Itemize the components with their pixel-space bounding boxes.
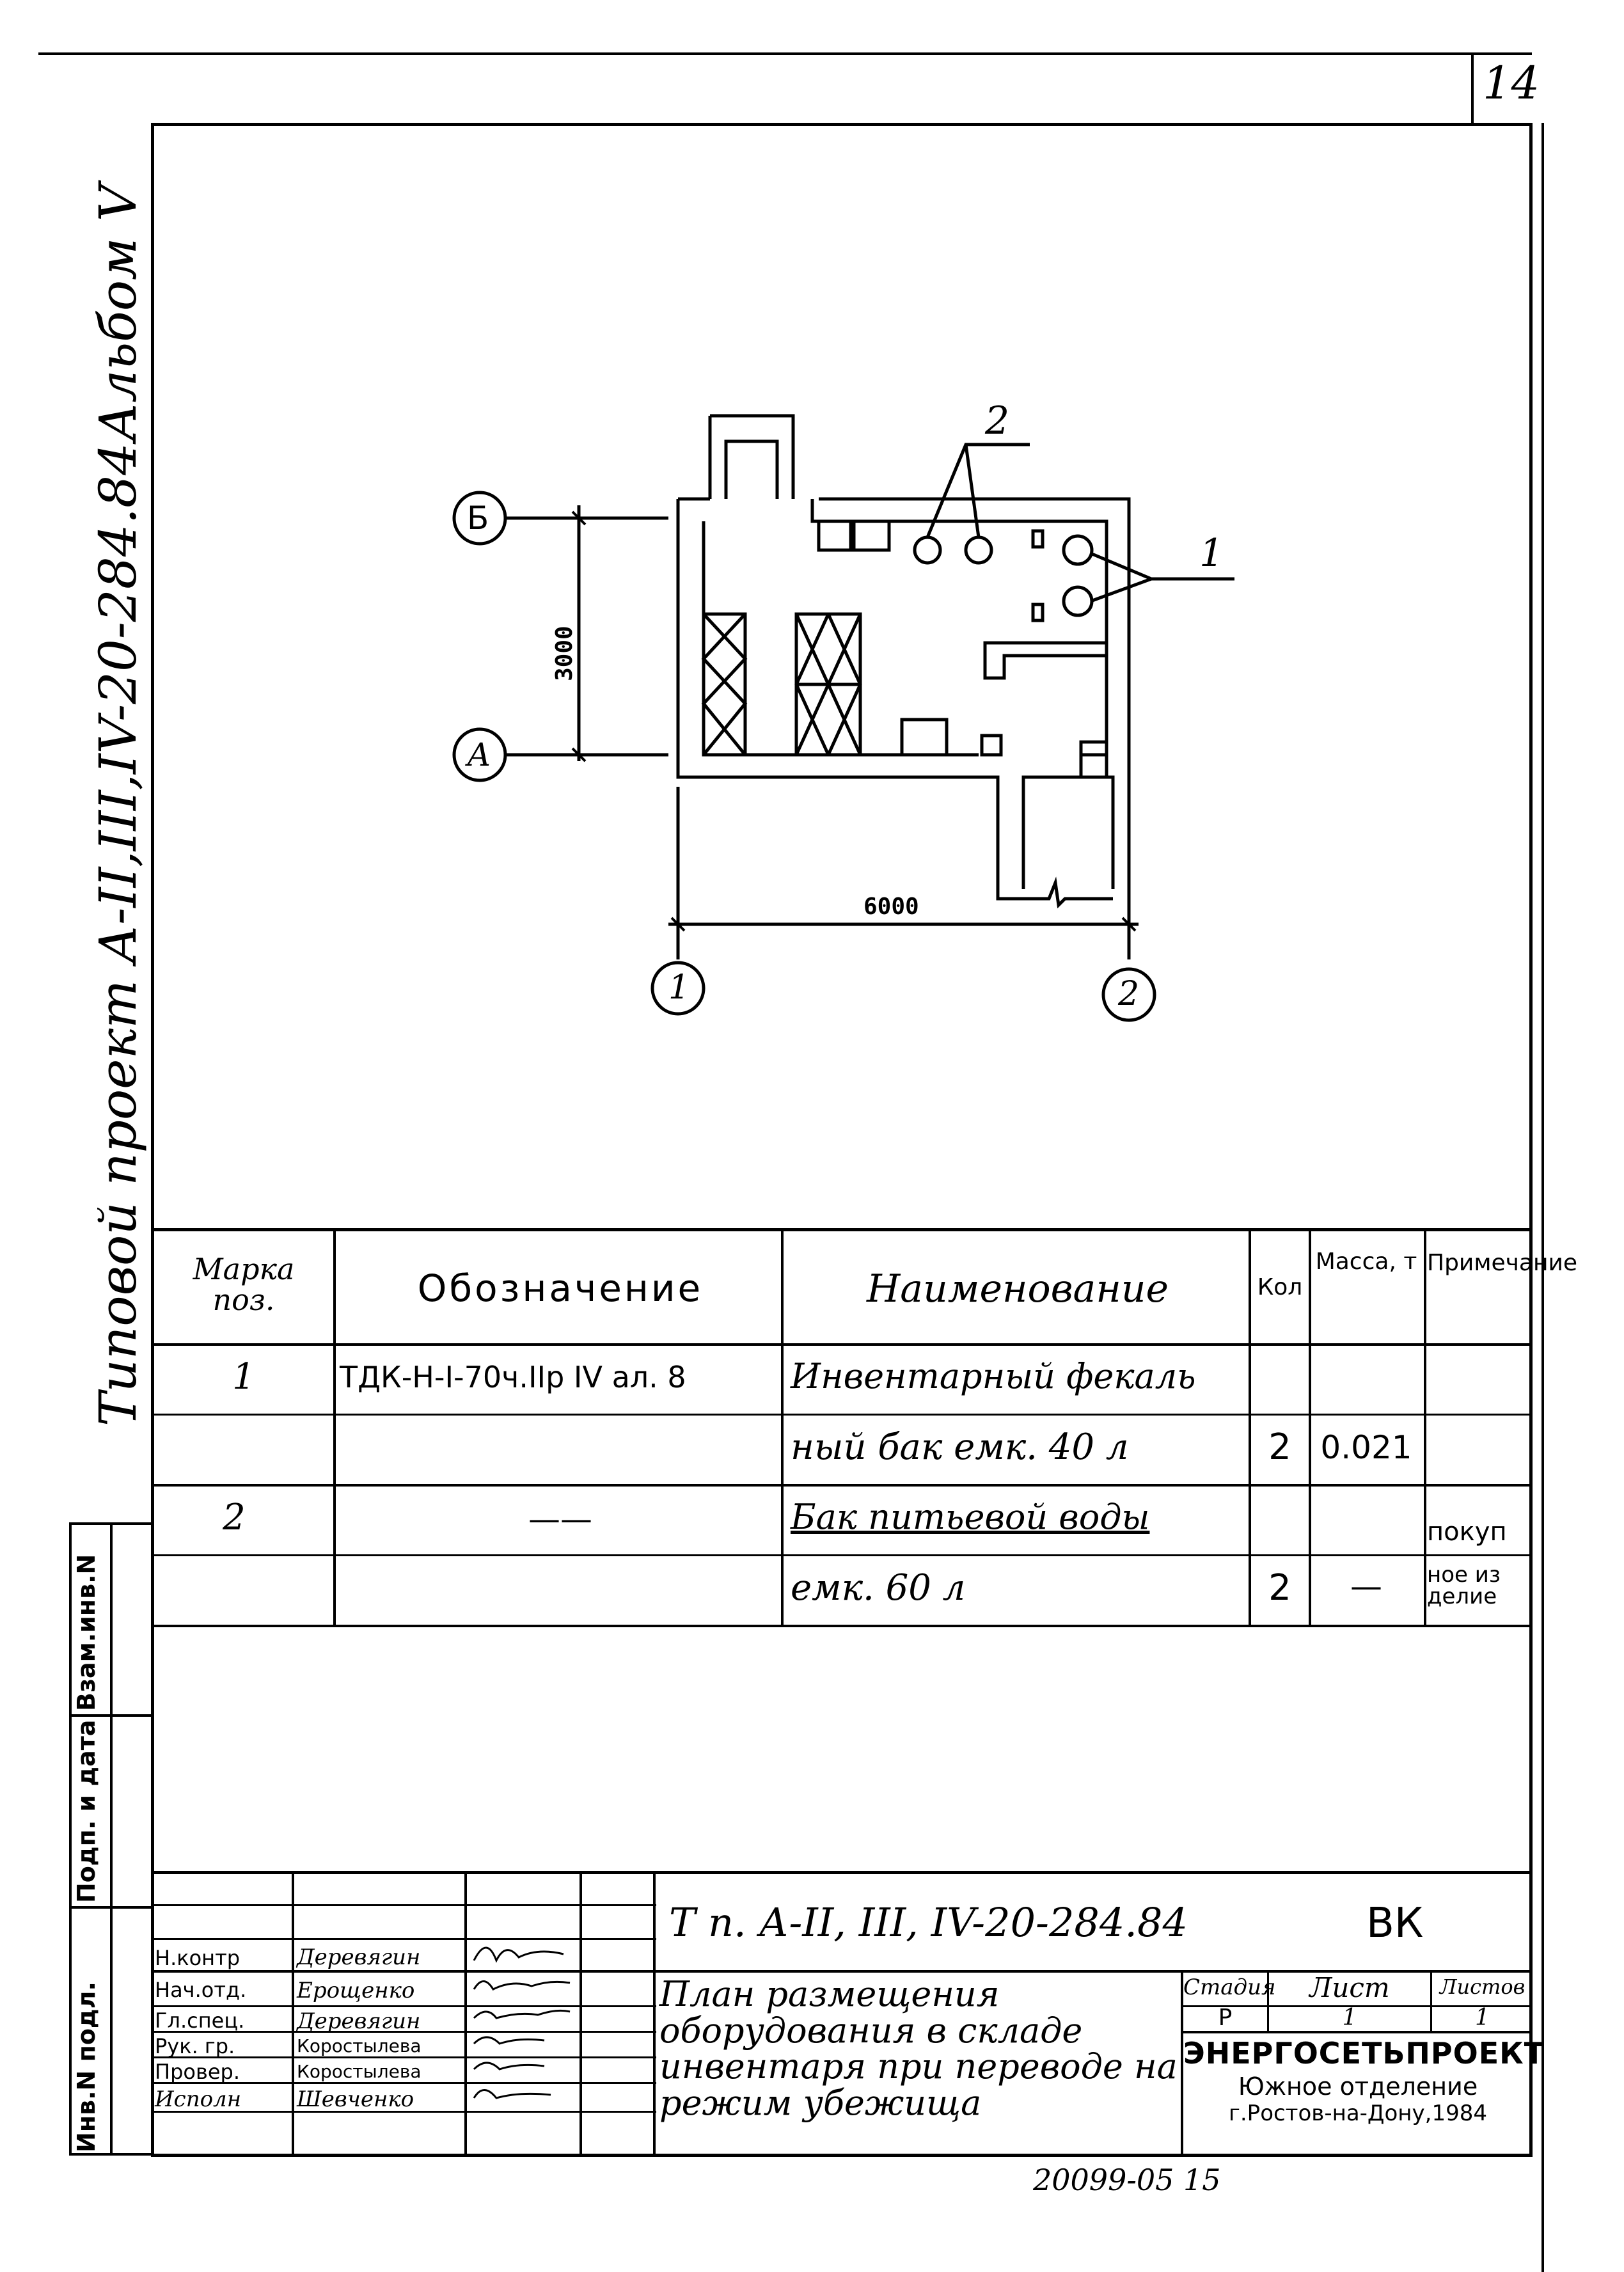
- staff-name-3: Коростылева: [297, 2035, 422, 2056]
- staff-role-4: Провер.: [155, 2060, 240, 2084]
- fecal-tank-2: [1062, 585, 1094, 617]
- top-border-line: [38, 52, 1532, 55]
- side-stamp-row-2: [69, 1906, 154, 1909]
- header-name: Наименование: [866, 1266, 1169, 1311]
- header-qty: Кол: [1257, 1274, 1303, 1300]
- title-section: ВК: [1366, 1900, 1424, 1947]
- axis-a-label: А: [467, 736, 491, 773]
- row2-mass: 0.021: [1320, 1429, 1412, 1466]
- sheets-value: 1: [1475, 2005, 1490, 2031]
- right-outer-line: [1541, 123, 1544, 2272]
- staff-role-0: Н.контр: [155, 1946, 240, 1970]
- sheet-label: Лист: [1309, 1972, 1390, 2003]
- axis-2-label: 2: [1118, 975, 1140, 1013]
- water-tank-1: [913, 535, 942, 565]
- row2-name: ный бак емк. 40 л: [791, 1426, 1129, 1468]
- staff-role-5: Исполн: [155, 2087, 242, 2112]
- header-mass: Масса, т: [1315, 1249, 1417, 1275]
- row3-name: Бак питьевой воды: [791, 1497, 1150, 1537]
- row4-mass: —: [1350, 1568, 1382, 1605]
- staff-role-2: Гл.спец.: [155, 2008, 245, 2033]
- side-stamp-row-1: [69, 1714, 154, 1717]
- row4-name: емк. 60 л: [791, 1567, 966, 1609]
- row1-designation: ТДК-Н-I-70ч.IIр IV ал. 8: [340, 1360, 686, 1394]
- side-stamp-sign: Подп. и дата: [72, 1719, 100, 1903]
- signatures: [473, 1946, 571, 2099]
- axis-b-label: Б: [467, 500, 489, 537]
- row1-name: Инвентарный фекаль: [791, 1356, 1196, 1396]
- header-designation: Обозначение: [417, 1266, 704, 1310]
- org-city: г.Ростов-на-Дону,1984: [1229, 2101, 1487, 2126]
- water-tank-2: [964, 535, 993, 565]
- header-note: Примечание: [1427, 1250, 1578, 1276]
- staff-name-4: Коростылева: [297, 2061, 422, 2082]
- dim-3000: 3000: [551, 626, 578, 681]
- callout-2: 2: [985, 398, 1010, 443]
- row3-designation: ——: [528, 1501, 592, 1538]
- org-name: ЭНЕРГОСЕТЬПРОЕКТ: [1183, 2036, 1545, 2071]
- title-code: Т п. А-II, III, IV-20-284.84: [669, 1899, 1188, 1946]
- spec-table: Марка поз. Обозначение Наименование Кол …: [151, 1228, 1578, 1631]
- staff-role-3: Рук. гр.: [155, 2034, 235, 2058]
- staff-name-1: Ерощенко: [297, 1978, 415, 2003]
- side-stamp-inv: Инв.N подл.: [72, 1982, 100, 2152]
- wall-outline: [676, 497, 1131, 889]
- stage-value: Р: [1218, 2005, 1233, 2031]
- drawing-title: План размещения оборудования в складе ин…: [659, 1974, 1178, 2124]
- stage-label: Стадия: [1183, 1975, 1276, 2000]
- side-stamp-divider: [110, 1522, 113, 2156]
- callout-1: 1: [1199, 531, 1224, 576]
- axis-1-label: 1: [668, 968, 690, 1007]
- side-stamp-replace: Взам.инв.N: [72, 1554, 100, 1711]
- sheet-number-box: [1471, 52, 1534, 123]
- row2-qty: 2: [1268, 1426, 1291, 1468]
- row3-note: покуп: [1427, 1517, 1507, 1547]
- sheets-label: Листов: [1439, 1975, 1525, 1999]
- org-branch: Южное отделение: [1238, 2072, 1478, 2101]
- sheet-value: 1: [1342, 2005, 1357, 2031]
- title-block: Н.контр Деревягин Нач.отд. Ерощенко Гл.с…: [151, 1871, 1545, 2157]
- fecal-tank-1: [1062, 534, 1094, 566]
- floor-plan: [452, 414, 1234, 1022]
- dim-6000: 6000: [863, 894, 919, 920]
- row4-qty: 2: [1268, 1567, 1291, 1609]
- row1-mark: 1: [232, 1356, 255, 1398]
- bottom-number: 20099-05 15: [1033, 2163, 1221, 2197]
- row3-mark: 2: [223, 1497, 246, 1538]
- main-frame: [151, 123, 1533, 2157]
- header-mark: Марка поз.: [193, 1252, 295, 1318]
- row4-note: ное из делие: [1427, 1562, 1501, 1609]
- sheet-number: 14: [1483, 57, 1540, 109]
- staff-name-0: Деревягин: [297, 1945, 421, 1970]
- staff-name-2: Деревягин: [297, 2008, 421, 2034]
- staff-name-5: Шевченко: [297, 2087, 414, 2112]
- staff-role-1: Нач.отд.: [155, 1978, 247, 2002]
